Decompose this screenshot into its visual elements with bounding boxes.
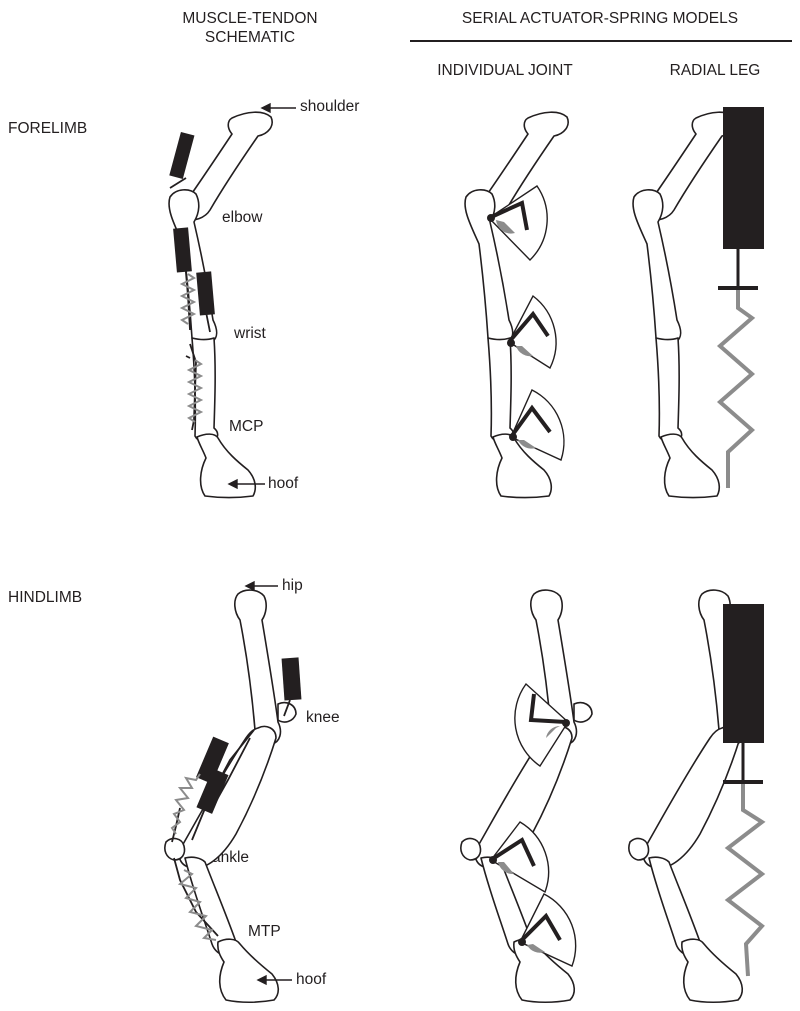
hindlimb-ankle-actuator: [489, 837, 536, 867]
hindlimb-radial-model: [723, 604, 766, 977]
mtp-label: MTP: [248, 923, 281, 940]
forelimb-wrist-actuator: [507, 310, 550, 344]
hindlimb-bones: [164, 589, 297, 1004]
schematic-header-line1: MUSCLE-TENDON: [182, 10, 318, 27]
forelimb-hoof-label: hoof: [268, 475, 299, 492]
mcp-label: MCP: [229, 418, 264, 435]
hindlimb-mtp-actuator: [518, 912, 562, 944]
forelimb-joint-sectors: [487, 185, 565, 461]
hindlimb-mtp-pivot: [518, 938, 526, 946]
forelimb-mcp-actuator: [509, 404, 552, 439]
forelimb-mcp-pivot: [509, 433, 517, 441]
schematic-header-line2: SCHEMATIC: [204, 28, 296, 46]
hindlimb-radial-spring: [724, 784, 766, 977]
forelimb-elbow-pivot: [487, 214, 495, 222]
hindlimb-schematic: [164, 589, 302, 1004]
shoulder-label: shoulder: [300, 98, 360, 115]
hindlimb-arrows: [244, 580, 292, 986]
forelimb-radial-model: [716, 107, 764, 488]
hindlimb-hoof-arrowhead: [256, 974, 267, 986]
forelimb-rl-bones: [632, 111, 737, 499]
schematic-header: MUSCLE-TENDON SCHEMATIC: [160, 10, 340, 47]
wrist-label: wrist: [234, 325, 266, 342]
forelimb-wrist-sector: [508, 294, 557, 370]
hindlimb-radial-actuator: [723, 604, 764, 743]
hindlimb-row-label: HINDLIMB: [8, 589, 83, 606]
hindlimb-ankle-spring-arc: [498, 862, 514, 875]
forelimb-mcp-spring-arc: [518, 440, 536, 449]
hindlimb-ankle-pivot: [489, 856, 497, 864]
hindlimb-spring-1: [170, 773, 201, 835]
forelimb-actuator-3: [196, 271, 215, 316]
forelimb-radial-leg: [632, 111, 737, 499]
forelimb-elbow-spring-arc: [496, 220, 515, 234]
knee-label: knee: [306, 709, 340, 726]
forelimb-wrist-spring-arc: [516, 346, 533, 357]
hindlimb-hoof-label: hoof: [296, 971, 327, 988]
hindlimb-actuator-1: [281, 657, 302, 701]
elbow-label: elbow: [222, 209, 263, 226]
hindlimb-actuator-2: [196, 736, 229, 784]
forelimb-elbow-sector: [487, 185, 548, 261]
hindlimb-knee-actuator: [528, 693, 567, 724]
forelimb-hoof-arrowhead: [227, 478, 238, 490]
forelimb-schematic: [168, 111, 273, 499]
hindlimb-spring-2: [177, 869, 217, 941]
shoulder-arrowhead: [260, 102, 271, 114]
hindlimb-knee-spring-arc: [546, 725, 560, 738]
forelimb-actuator-1: [169, 131, 195, 180]
individual-joint-header: INDIVIDUAL JOINT: [437, 62, 573, 79]
forelimb-actuator-2: [173, 227, 192, 273]
hindlimb-joint-sectors: [489, 682, 577, 967]
hindlimb-knee-sector: [514, 682, 569, 767]
hip-label: hip: [282, 577, 303, 594]
radial-leg-header: RADIAL LEG: [669, 62, 761, 79]
models-header: SERIAL ACTUATOR-SPRING MODELS: [461, 10, 739, 27]
hindlimb-knee-pivot: [562, 719, 570, 727]
hindlimb-mtp-spring-arc: [527, 944, 545, 953]
hindlimb-actuator-3: [196, 768, 229, 814]
forelimb-radial-actuator: [723, 107, 764, 249]
hip-arrowhead: [244, 580, 255, 592]
forelimb-radial-spring: [716, 290, 756, 488]
forelimb-row-label: FORELIMB: [8, 120, 88, 137]
hindlimb-ankle-sector: [489, 821, 550, 894]
forelimb-elbow-actuator: [488, 200, 529, 231]
forelimb-arrows: [227, 102, 296, 490]
forelimb-wrist-pivot: [507, 339, 515, 347]
